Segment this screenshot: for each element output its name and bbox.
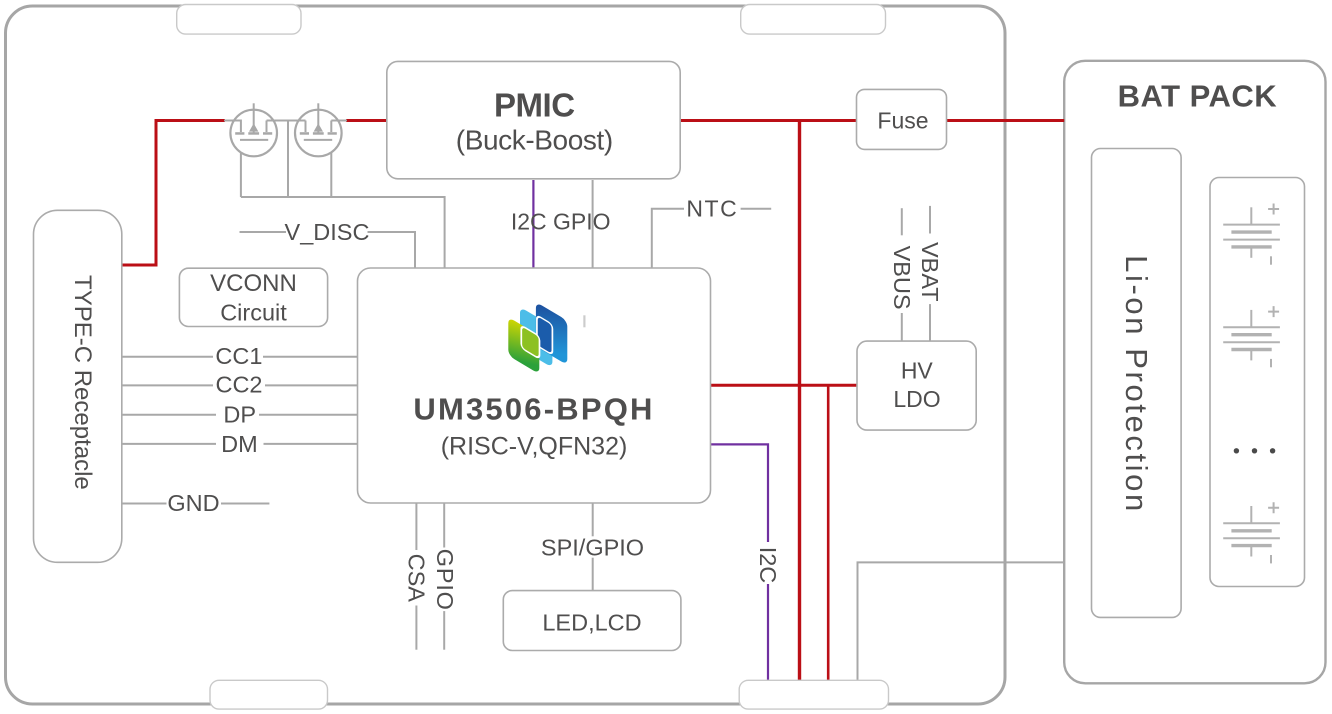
svg-text:SPI/GPIO: SPI/GPIO: [541, 535, 644, 561]
svg-text:DP: DP: [223, 402, 256, 428]
svg-text:PMIC: PMIC: [494, 86, 575, 123]
svg-text:I2C GPIO: I2C GPIO: [511, 209, 611, 235]
svg-text:TYPE-C Receptacle: TYPE-C Receptacle: [69, 275, 96, 490]
svg-text:UM3506-BPQH: UM3506-BPQH: [413, 391, 654, 426]
svg-text:GPIO: GPIO: [432, 549, 458, 611]
svg-text:LED,LCD: LED,LCD: [542, 609, 641, 635]
svg-text:I2C: I2C: [755, 547, 781, 584]
svg-text:(Buck-Boost): (Buck-Boost): [456, 125, 613, 156]
svg-text:VCONN: VCONN: [210, 270, 297, 297]
svg-text:V_DISC: V_DISC: [285, 219, 370, 245]
svg-text:(RISC-V,QFN32): (RISC-V,QFN32): [441, 432, 628, 460]
svg-text:VBAT: VBAT: [917, 242, 943, 302]
svg-text:LDO: LDO: [893, 386, 940, 412]
svg-text:Li-on Protection: Li-on Protection: [1119, 255, 1154, 514]
svg-text:CSA: CSA: [403, 554, 429, 603]
svg-text:CC2: CC2: [215, 371, 262, 397]
svg-text:CC1: CC1: [215, 343, 262, 369]
svg-text:DM: DM: [221, 431, 258, 457]
svg-text:GND: GND: [167, 490, 219, 516]
svg-text:Fuse: Fuse: [877, 108, 928, 134]
svg-text:NTC: NTC: [686, 196, 738, 222]
svg-text:VBUS: VBUS: [889, 246, 915, 310]
svg-text:HV: HV: [901, 358, 934, 384]
svg-text:Circuit: Circuit: [220, 299, 287, 325]
svg-text:BAT PACK: BAT PACK: [1118, 78, 1278, 113]
